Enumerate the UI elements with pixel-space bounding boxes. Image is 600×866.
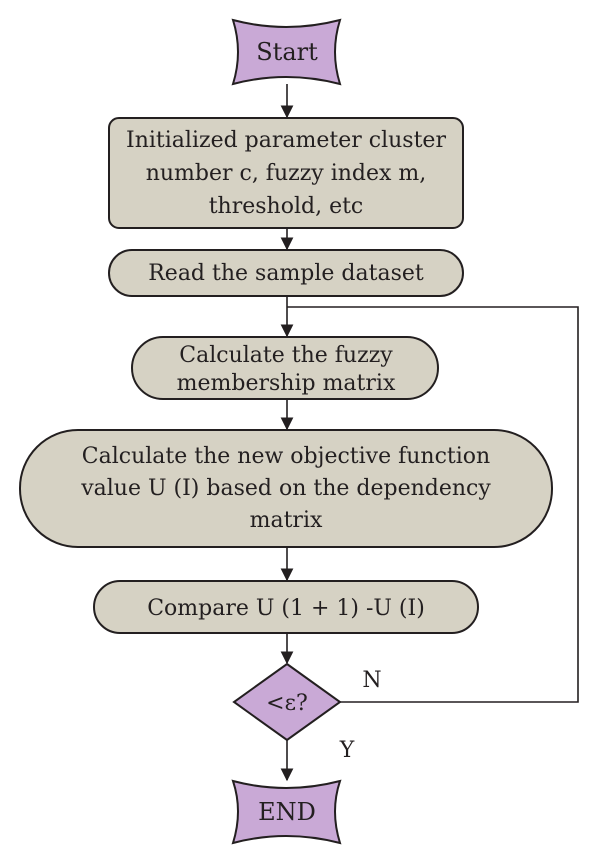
start-terminal — [231, 18, 342, 86]
init-line-3: threshold, etc — [209, 194, 364, 219]
read-dataset-label: Read the sample dataset — [148, 261, 424, 286]
membership-line-1: Calculate the fuzzy — [179, 343, 393, 368]
objective-line-2: value U (I) based on the dependency — [80, 476, 491, 501]
init-line-1: Initialized parameter cluster — [126, 128, 446, 153]
decision-label: <ε? — [266, 691, 308, 716]
read-dataset-box — [108, 249, 464, 297]
compare-box — [93, 580, 479, 634]
objective-line-1: Calculate the new objective function — [82, 444, 490, 469]
init-parameters-box — [108, 117, 464, 229]
no-branch-label: N — [362, 668, 381, 693]
loop-back-connector — [287, 306, 579, 703]
init-line-2: number c, fuzzy index m, — [146, 161, 427, 186]
end-terminal — [231, 779, 342, 845]
start-label: Start — [256, 38, 318, 66]
membership-matrix-box — [131, 336, 439, 400]
yes-branch-label: Y — [339, 738, 355, 763]
membership-line-2: membership matrix — [177, 371, 396, 396]
compare-label: Compare U (1 + 1) -U (I) — [147, 596, 425, 621]
objective-function-box — [19, 429, 553, 548]
end-label: END — [258, 798, 316, 826]
objective-line-3: matrix — [250, 508, 323, 533]
